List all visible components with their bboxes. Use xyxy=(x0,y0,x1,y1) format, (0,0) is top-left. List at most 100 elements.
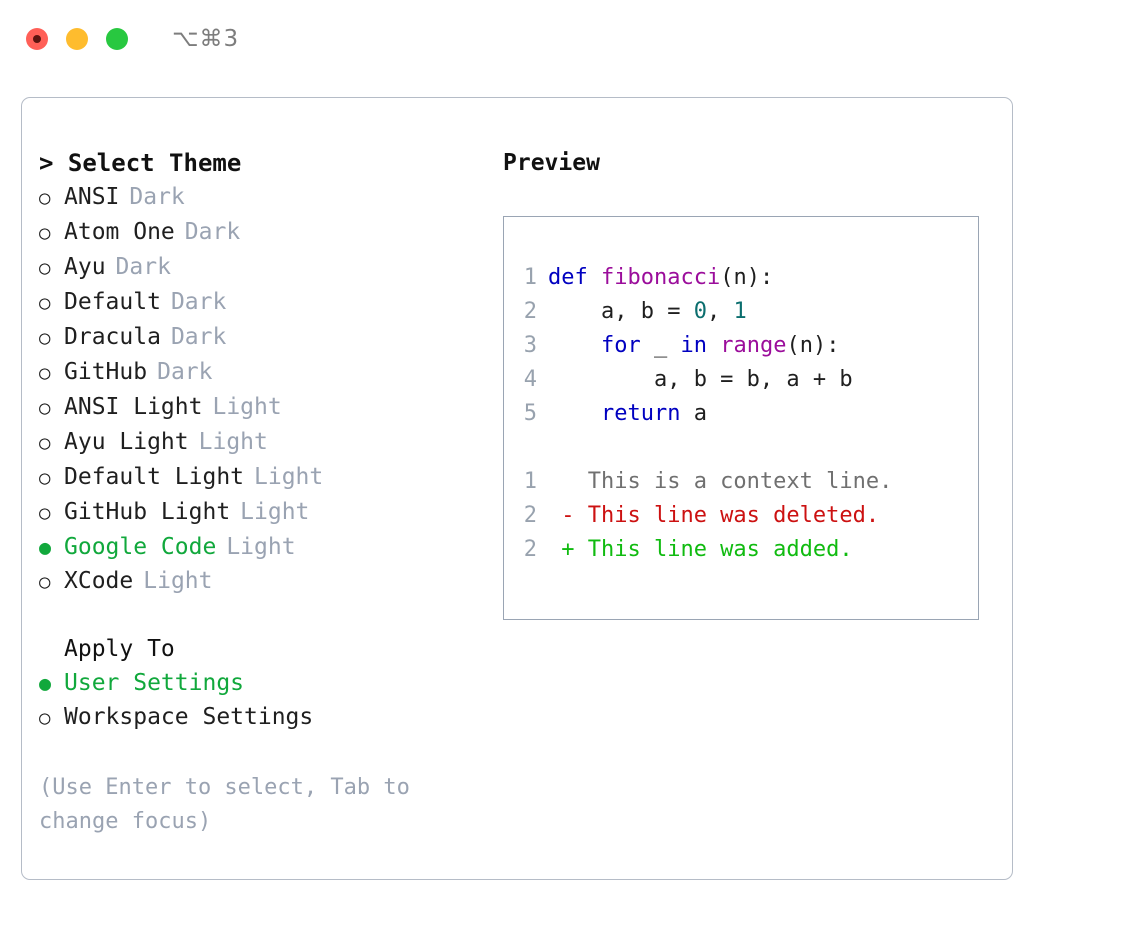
theme-option-ayu[interactable]: ○ Ayu Dark xyxy=(39,250,489,285)
radio-selected-icon: ● xyxy=(39,671,52,695)
theme-option-label: ANSI Light xyxy=(64,394,203,420)
code-line-content: def fibonacci(n): xyxy=(548,261,773,295)
theme-option-variant: Dark xyxy=(129,184,185,210)
code-token-plain: , xyxy=(706,299,734,324)
radio-unselected-icon: ○ xyxy=(39,362,51,384)
code-line-content: + This line was added. xyxy=(548,533,852,567)
theme-option-label: Ayu Light xyxy=(64,429,189,455)
code-token-fn: range xyxy=(720,333,787,358)
code-token-plain: a xyxy=(680,401,707,426)
code-token-plain: _ xyxy=(640,333,681,358)
apply-to-option-label: User Settings xyxy=(64,670,245,696)
code-token-plain: a, b = xyxy=(548,299,694,324)
theme-option-variant: Dark xyxy=(157,359,213,385)
title-bar: ⌥⌘3 xyxy=(0,0,1140,78)
close-button[interactable] xyxy=(26,28,48,50)
code-token-del: - This line was deleted. xyxy=(548,503,880,528)
code-token-kw: return xyxy=(600,401,681,426)
theme-option-label: Ayu xyxy=(64,254,106,280)
theme-option-default[interactable]: ○ Default Dark xyxy=(39,285,489,320)
apply-to-option-user-settings[interactable]: ● User Settings xyxy=(39,666,489,700)
theme-option-label: XCode xyxy=(64,568,134,594)
theme-option-label: Default Light xyxy=(64,464,245,490)
radio-unselected-icon: ○ xyxy=(39,292,51,314)
apply-to-heading: Apply To xyxy=(64,636,175,662)
code-token-plain: (n): xyxy=(720,265,774,290)
radio-unselected-icon: ○ xyxy=(39,707,51,729)
minimize-button[interactable] xyxy=(66,28,88,50)
line-number: 5 xyxy=(523,401,537,426)
theme-option-variant: Light xyxy=(240,499,310,525)
radio-unselected-icon: ○ xyxy=(39,502,51,524)
code-token-plain xyxy=(548,333,601,358)
code-token-plain: a, b = b, a + b xyxy=(548,367,853,392)
theme-option-label: Default xyxy=(64,289,161,315)
line-number: 2 xyxy=(523,503,537,528)
theme-option-label: ANSI xyxy=(64,184,120,210)
theme-option-label: Dracula xyxy=(64,324,161,350)
code-token-fn: fibonacci xyxy=(600,265,721,290)
code-gap xyxy=(504,431,978,465)
radio-unselected-icon: ○ xyxy=(39,397,51,419)
radio-unselected-icon: ○ xyxy=(39,187,51,209)
code-token-kw: in xyxy=(680,333,707,358)
radio-unselected-icon: ○ xyxy=(39,432,51,454)
radio-unselected-icon: ○ xyxy=(39,571,51,593)
code-token-plain xyxy=(707,333,720,358)
diff-sample: 1 This is a context line.2 - This line w… xyxy=(504,465,978,567)
theme-option-ansi[interactable]: ○ ANSI Dark xyxy=(39,180,489,215)
code-line: 2 + This line was added. xyxy=(504,533,978,567)
theme-option-variant: Dark xyxy=(170,324,227,350)
theme-option-atom-one[interactable]: ○ Atom One Dark xyxy=(39,215,489,250)
radio-unselected-icon: ○ xyxy=(39,257,51,279)
code-line-content: a, b = 0, 1 xyxy=(548,295,747,329)
theme-option-dracula[interactable]: ○ Dracula Dark xyxy=(39,320,489,355)
theme-option-xcode[interactable]: ○ XCode Light xyxy=(39,564,489,599)
radio-unselected-icon: ○ xyxy=(39,467,51,489)
theme-option-label: Atom One xyxy=(64,219,175,245)
theme-option-github-light[interactable]: ○ GitHub Light Light xyxy=(39,495,489,530)
radio-unselected-icon: ○ xyxy=(39,222,51,244)
theme-option-variant: Light xyxy=(143,568,213,594)
code-line: 3 for _ in range(n): xyxy=(504,329,978,363)
keyboard-hint: (Use Enter to select, Tab to change focu… xyxy=(39,775,424,834)
line-number: 4 xyxy=(523,367,537,392)
code-token-plain: (n): xyxy=(786,333,840,358)
code-token-num: 0 xyxy=(693,299,707,324)
theme-option-variant: Light xyxy=(254,464,324,490)
theme-option-label: GitHub Light xyxy=(64,499,231,525)
apply-to-section: Apply To ● User Settings ○Workspace Settin… xyxy=(39,632,489,735)
theme-option-default-light[interactable]: ○ Default Light Light xyxy=(39,460,489,495)
theme-option-variant: Dark xyxy=(184,219,241,245)
preview-heading: Preview xyxy=(503,150,600,176)
code-line-content: - This line was deleted. xyxy=(548,499,879,533)
code-token-kw: def xyxy=(548,265,601,290)
line-number: 2 xyxy=(523,299,537,324)
line-number: 3 xyxy=(523,333,537,358)
theme-option-variant: Dark xyxy=(115,254,171,280)
theme-option-label: Google Code xyxy=(64,534,217,560)
select-theme-heading: > Select Theme xyxy=(39,149,242,177)
apply-to-list: ● User Settings ○Workspace Settings xyxy=(39,666,489,735)
apply-to-option-workspace-settings[interactable]: ○Workspace Settings xyxy=(39,700,489,735)
code-line: 2 a, b = 0, 1 xyxy=(504,295,978,329)
window-title: ⌥⌘3 xyxy=(172,26,240,52)
maximize-button[interactable] xyxy=(106,28,128,50)
code-token-context: This is a context line. xyxy=(548,469,893,494)
code-line-content: a, b = b, a + b xyxy=(548,363,853,397)
code-line-content: This is a context line. xyxy=(548,465,893,499)
radio-selected-icon: ● xyxy=(39,535,52,559)
line-number: 2 xyxy=(523,537,537,562)
radio-unselected-icon: ○ xyxy=(39,327,51,349)
theme-option-variant: Dark xyxy=(170,289,227,315)
